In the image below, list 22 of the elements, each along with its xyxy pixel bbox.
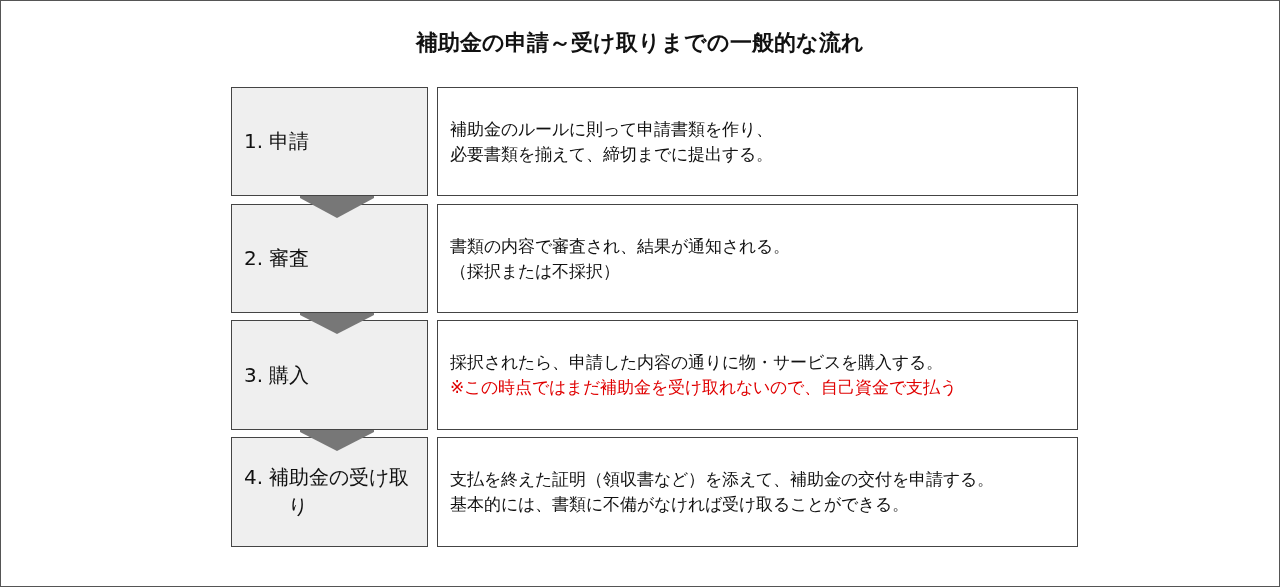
step-box [231, 437, 428, 547]
description-text: 支払を終えた証明（領収書など）を添えて、補助金の交付を申請する。基本的には、書類に不備がなければ受け取ることができる。 [450, 468, 995, 516]
description-box [437, 87, 1078, 196]
step-label: 4. 補助金の受け取り [244, 464, 410, 520]
step-box [231, 320, 428, 430]
step-label: 2. 審査 [244, 245, 311, 272]
description-box [437, 437, 1078, 547]
down-arrow [300, 196, 374, 218]
description-text: 補助金のルールに則って申請書類を作り、必要書類を揃えて、締切までに提出する。 [450, 117, 774, 166]
description-text: （採択または不採択） [450, 259, 621, 283]
step-box [231, 204, 428, 313]
note-text: ※この時点ではまだ補助金を受け取れないので、自己資金で支払う [450, 376, 959, 399]
diagram-title: 補助金の申請～受け取りまでの一般的な流れ [414, 29, 865, 57]
step-box [231, 87, 428, 196]
step-label: 3. 購入 [244, 361, 311, 389]
description-box [437, 204, 1078, 313]
description-box [437, 320, 1078, 430]
description-text: 書類の内容で審査され、結果が通知される。 [450, 234, 791, 258]
step-label: 1. 申請 [244, 128, 311, 155]
down-arrow [300, 313, 374, 334]
description-text: 採択されたら、申請した内容の通りに物・サービスを購入する。 [450, 351, 944, 375]
down-arrow [300, 430, 374, 451]
